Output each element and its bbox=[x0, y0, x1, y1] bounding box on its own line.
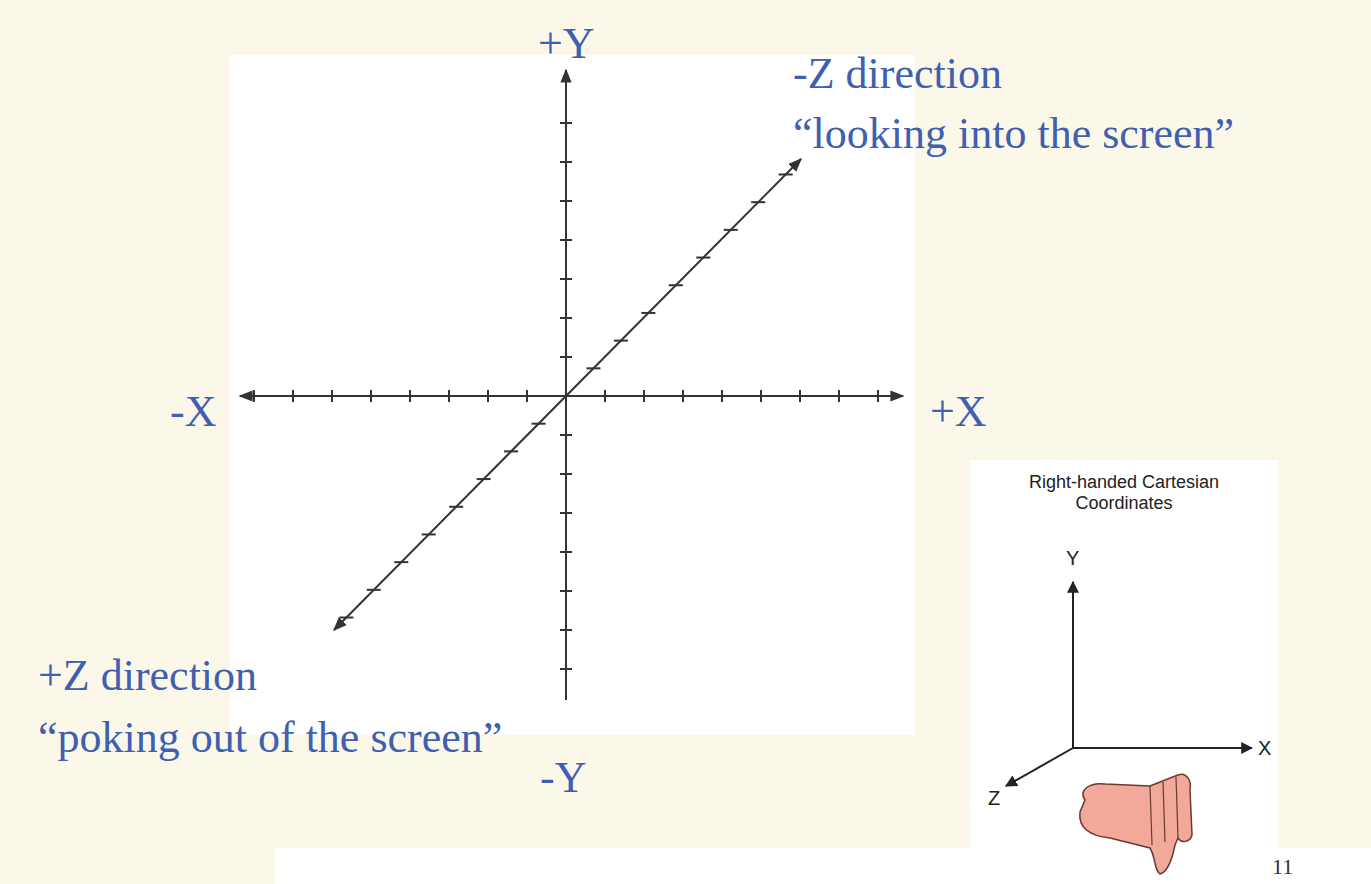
tick bbox=[560, 278, 572, 280]
footer-strip bbox=[275, 848, 1371, 884]
tick bbox=[560, 668, 572, 670]
tick bbox=[422, 533, 436, 535]
tick bbox=[838, 390, 840, 402]
tick bbox=[560, 512, 572, 514]
right-hand bbox=[1080, 774, 1192, 874]
tick bbox=[641, 312, 655, 314]
tick bbox=[696, 257, 710, 259]
tick bbox=[560, 629, 572, 631]
inset-axis-label: Z bbox=[988, 788, 1000, 808]
tick bbox=[292, 390, 294, 402]
tick bbox=[448, 390, 450, 402]
tick bbox=[760, 390, 762, 402]
tick bbox=[614, 340, 628, 342]
tick bbox=[339, 617, 353, 619]
axis-label: +Z direction bbox=[38, 654, 257, 698]
tick bbox=[526, 390, 528, 402]
tick bbox=[669, 284, 683, 286]
tick bbox=[560, 239, 572, 241]
inset-y-axis bbox=[1072, 582, 1074, 748]
tick bbox=[724, 229, 738, 231]
tick bbox=[560, 551, 572, 553]
tick bbox=[586, 367, 600, 369]
axis-label: +X bbox=[930, 390, 987, 434]
axis-label: -Y bbox=[540, 756, 586, 800]
tick bbox=[477, 478, 491, 480]
tick bbox=[721, 390, 723, 402]
tick bbox=[779, 173, 793, 175]
tick bbox=[560, 590, 572, 592]
tick bbox=[682, 390, 684, 402]
tick bbox=[877, 390, 879, 402]
inset-x-axis bbox=[1073, 747, 1252, 749]
inset-z-axis bbox=[1006, 748, 1073, 786]
tick bbox=[560, 356, 572, 358]
x-axis bbox=[240, 395, 903, 397]
tick bbox=[643, 390, 645, 402]
inset-axis-label: Y bbox=[1066, 548, 1079, 568]
tick bbox=[367, 589, 381, 591]
tick bbox=[370, 390, 372, 402]
tick bbox=[751, 201, 765, 203]
axis-ticks bbox=[254, 123, 878, 669]
tick bbox=[560, 200, 572, 202]
z-axis bbox=[334, 159, 801, 630]
axis-note: “looking into the screen” bbox=[793, 112, 1234, 156]
tick bbox=[604, 390, 606, 402]
tick bbox=[560, 122, 572, 124]
axis-label: +Y bbox=[538, 22, 595, 66]
tick bbox=[449, 506, 463, 508]
tick bbox=[560, 317, 572, 319]
tick bbox=[504, 450, 518, 452]
tick bbox=[799, 390, 801, 402]
axis-label: -X bbox=[170, 390, 216, 434]
tick bbox=[560, 161, 572, 163]
inset-axis-label: X bbox=[1258, 738, 1271, 758]
page-number: 11 bbox=[1272, 856, 1293, 878]
tick bbox=[560, 434, 572, 436]
tick bbox=[487, 390, 489, 402]
axis-label: -Z direction bbox=[793, 52, 1002, 96]
tick bbox=[409, 390, 411, 402]
y-axis bbox=[565, 70, 567, 700]
inset-title: Right-handed Cartesian Coordinates bbox=[1004, 472, 1244, 513]
tick bbox=[532, 423, 546, 425]
tick bbox=[253, 390, 255, 402]
tick bbox=[394, 561, 408, 563]
tick bbox=[560, 473, 572, 475]
tick bbox=[331, 390, 333, 402]
axis-note: “poking out of the screen” bbox=[38, 716, 502, 760]
plot-ground bbox=[230, 55, 915, 735]
